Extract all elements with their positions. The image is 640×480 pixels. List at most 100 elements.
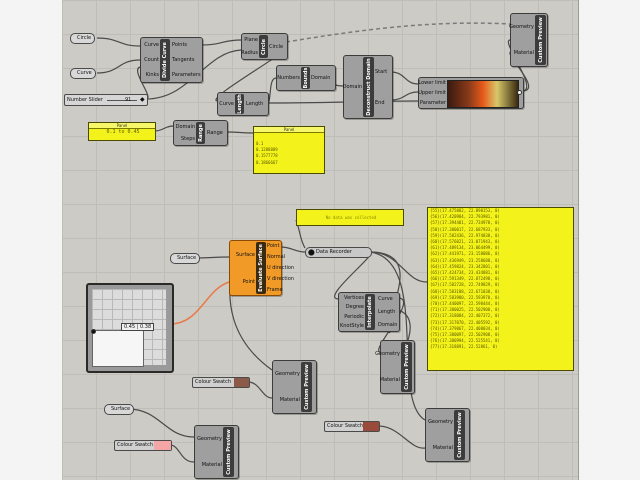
port-upper-limit[interactable]: Upper limit	[418, 90, 446, 96]
port-kinks[interactable]: Kinks	[145, 71, 159, 78]
evaluate-title: Evaluate Surface	[256, 242, 266, 294]
port-vertices[interactable]: Vertices	[344, 294, 364, 301]
points-line: {77}(17.318891, 22.52861, 0)	[430, 344, 498, 350]
port-tangents[interactable]: Tangents	[172, 56, 195, 63]
port-steps[interactable]: Steps	[181, 136, 195, 142]
bounds-component[interactable]: Numbers Bounds Domain	[276, 65, 336, 91]
panel-points[interactable]: {55}(17.475882, 22.898153, 0){56}(17.420…	[427, 207, 574, 371]
port-domain-in[interactable]: Domain	[342, 84, 362, 90]
surface-param-top[interactable]: Surface	[170, 253, 201, 264]
bounds-inputs: Numbers	[277, 66, 301, 90]
wire-point-recorder	[279, 246, 306, 253]
panel-range-input[interactable]: Panel 0.1 to 0.45	[88, 122, 156, 141]
colour-swatch-3[interactable]: Colour Swatch	[114, 440, 172, 451]
colour-swatch-1-color[interactable]	[234, 378, 249, 387]
circle-outputs: Circle	[268, 34, 287, 59]
interpolate-component[interactable]: Vertices Degree Periodic KnotStyle Inter…	[338, 292, 400, 332]
points-line: {66}(17.591349, 22.872498, 0)	[430, 276, 500, 282]
port-points[interactable]: Points	[172, 42, 188, 49]
port-domain[interactable]: Domain	[311, 75, 331, 81]
gradient-component[interactable]: Lower limit Upper limit Parameter	[418, 77, 524, 109]
interpolate-outputs: Curve Length Domain	[377, 293, 399, 331]
circle-title: Circle	[259, 35, 268, 58]
divide-curve-component[interactable]: Curve Count Kinks Divide Curve Points Ta…	[140, 37, 203, 83]
port-knotstyle[interactable]: KnotStyle	[339, 323, 364, 330]
port-material[interactable]: Material	[432, 445, 453, 451]
custom-preview-top[interactable]: Geometry Material Custom Preview	[509, 13, 548, 67]
custom-preview-bottom-left[interactable]: Geometry Material Custom Preview	[194, 425, 239, 479]
length-component[interactable]: Curve Length Length	[217, 92, 269, 116]
custom-preview-top-inputs: Geometry Material	[509, 14, 535, 66]
port-plane[interactable]: Plane	[244, 37, 258, 44]
port-domain-out[interactable]: Domain	[378, 321, 398, 328]
port-curve-in[interactable]: Curve	[219, 101, 234, 107]
port-degree[interactable]: Degree	[345, 304, 364, 311]
panel-note[interactable]: No data was collected	[296, 209, 404, 226]
port-geometry[interactable]: Geometry	[197, 436, 222, 442]
port-count[interactable]: Count	[144, 56, 159, 63]
port-length-out[interactable]: Length	[378, 308, 396, 315]
port-point-out[interactable]: Point	[267, 243, 280, 250]
gradient-output-grip[interactable]	[517, 90, 522, 95]
custom-preview-mid[interactable]: Geometry Material Custom Preview	[272, 360, 317, 414]
curve-param[interactable]: Curve	[70, 68, 96, 79]
port-numbers[interactable]: Numbers	[277, 75, 300, 81]
port-circle[interactable]: Circle	[269, 43, 284, 50]
panel-range-output[interactable]: Panel 0.1 0.1288889 0.1577778 0.1866667	[253, 126, 325, 174]
range-component[interactable]: Domain Steps Range Range	[173, 120, 228, 146]
port-u-direction[interactable]: U direction	[267, 264, 295, 271]
deconstruct-domain-component[interactable]: Domain Deconstruct Domain Start End	[343, 55, 393, 119]
port-material[interactable]: Material	[201, 462, 222, 468]
port-end[interactable]: End	[375, 99, 385, 106]
colour-swatch-1[interactable]: Colour Swatch	[192, 377, 250, 388]
colour-swatch-2[interactable]: Colour Swatch	[324, 421, 380, 432]
port-geometry[interactable]: Geometry	[428, 419, 453, 425]
wire-mdslider-evaluate	[169, 281, 230, 325]
port-material[interactable]: Material	[379, 377, 400, 383]
data-recorder[interactable]: ⬤ Data Recorder	[305, 247, 372, 258]
port-length[interactable]: Length	[246, 101, 264, 107]
port-radius[interactable]: Radius	[241, 49, 258, 56]
port-range-domain[interactable]: Domain	[175, 124, 195, 130]
points-line: {63}(17.436949, 23.258688, 0)	[430, 257, 500, 263]
circle-component[interactable]: Plane Radius Circle Circle	[241, 33, 288, 60]
number-slider[interactable]: Number Slider 91 ◆	[64, 94, 148, 106]
port-normal[interactable]: Normal	[267, 254, 286, 261]
port-periodic[interactable]: Periodic	[344, 313, 364, 320]
port-material[interactable]: Material	[513, 50, 534, 56]
custom-preview-bottom-right[interactable]: Geometry Material Custom Preview	[425, 408, 470, 462]
port-start[interactable]: Start	[375, 68, 388, 75]
port-range-out[interactable]: Range	[207, 130, 223, 136]
surface-param-bottom[interactable]: Surface	[104, 404, 135, 415]
port-parameters[interactable]: Parameters	[172, 71, 201, 78]
colour-swatch-3-color[interactable]	[154, 441, 171, 450]
md-slider[interactable]: 0.45 | 0.38	[86, 283, 174, 373]
length-inputs: Curve	[218, 93, 235, 115]
wire-swatch2-preview	[377, 425, 426, 449]
port-geometry[interactable]: Geometry	[509, 24, 534, 30]
custom-preview-bottom-right-inputs: Geometry Material	[426, 409, 454, 461]
custom-preview-right[interactable]: Geometry Material Custom Preview	[375, 340, 415, 394]
evaluate-surface-component[interactable]: Surface Point Evaluate Surface Point Nor…	[229, 240, 294, 296]
port-frame[interactable]: Frame	[267, 286, 283, 293]
slider-grip-icon[interactable]: ◆	[140, 96, 145, 103]
md-slider-region[interactable]	[92, 330, 144, 367]
md-slider-handle[interactable]	[91, 329, 96, 334]
port-material[interactable]: Material	[279, 397, 300, 403]
port-geometry[interactable]: Geometry	[375, 351, 400, 357]
port-point-in[interactable]: Point	[242, 278, 255, 285]
port-geometry[interactable]: Geometry	[275, 371, 300, 377]
port-curve[interactable]: Curve	[144, 42, 159, 49]
colour-swatch-3-label: Colour Swatch	[117, 442, 154, 448]
port-parameter[interactable]: Parameter	[419, 100, 446, 106]
range-title: Range	[196, 122, 205, 144]
port-lower-limit[interactable]: Lower limit	[418, 80, 446, 86]
colour-swatch-2-color[interactable]	[363, 422, 379, 431]
circle-param[interactable]: Circle	[70, 33, 96, 44]
port-v-direction[interactable]: V direction	[267, 275, 294, 282]
port-curve-out[interactable]: Curve	[378, 296, 393, 303]
port-surface[interactable]: Surface	[235, 251, 255, 258]
number-slider-track[interactable]	[107, 100, 137, 101]
gradient-preview-bar[interactable]	[447, 80, 519, 108]
